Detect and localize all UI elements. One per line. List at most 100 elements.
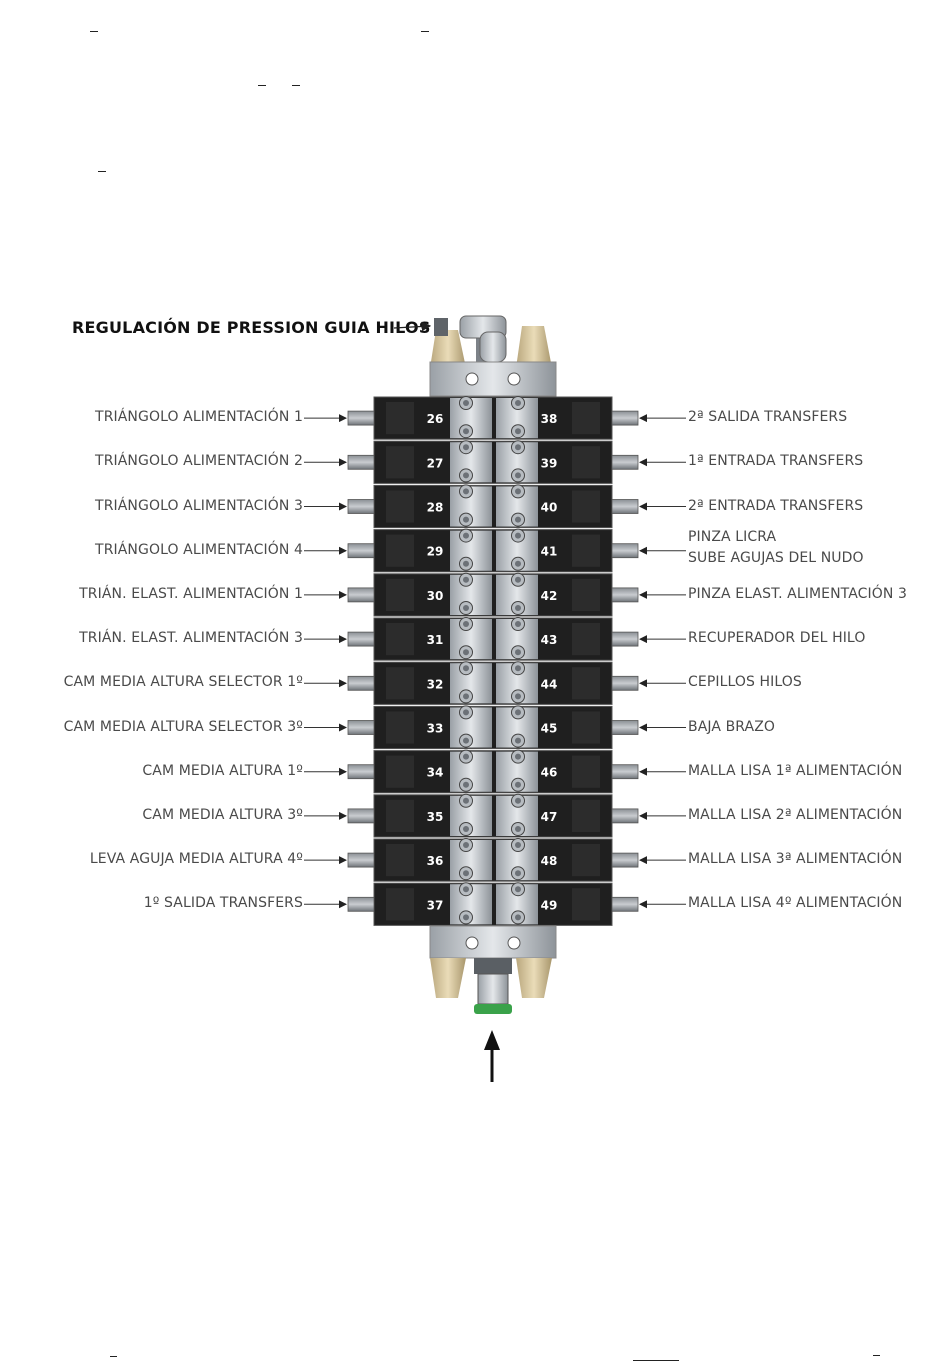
screw-center <box>463 842 469 848</box>
valve-label-right: CEPILLOS HILOS <box>688 674 802 691</box>
port-right <box>611 543 639 559</box>
valve-coil-right <box>572 402 600 435</box>
valve-number-left: 28 <box>427 501 444 515</box>
valve-coil-left <box>386 755 414 788</box>
valve-coil-right <box>572 623 600 656</box>
port-left <box>347 499 375 514</box>
valve-coil-left <box>386 534 414 567</box>
mount-hole <box>507 372 521 386</box>
screw-center <box>515 621 521 627</box>
valve-number-right: 47 <box>541 810 558 824</box>
port-left <box>347 587 375 603</box>
port-right <box>611 852 639 868</box>
valve-label-left: TRIÁNGOLO ALIMENTACIÓN 2 <box>95 453 303 470</box>
screw-center <box>463 693 469 700</box>
screw-center <box>515 665 521 672</box>
screw-center <box>463 605 469 611</box>
valve-coil-left <box>386 844 414 877</box>
valve-row: 26 38 <box>304 396 686 440</box>
screw-center <box>463 560 469 567</box>
valve-row: 37 49 <box>304 882 686 926</box>
valve-coil-right <box>572 755 600 788</box>
screw-center <box>463 428 469 435</box>
title-leader-line <box>393 321 432 332</box>
screw-center <box>463 737 469 744</box>
screw-center <box>463 488 469 495</box>
valve-number-left: 29 <box>427 545 444 559</box>
valve-coil-left <box>386 667 414 700</box>
valve-label-right: BAJA BRAZO <box>688 718 776 735</box>
valve-coil-right <box>572 844 600 877</box>
valve-number-left: 34 <box>427 766 444 780</box>
screw-center <box>463 472 469 479</box>
port-left <box>347 631 375 647</box>
port-left <box>347 543 375 559</box>
screw-center <box>515 693 521 700</box>
screw-center <box>515 709 521 716</box>
valve-number-right: 38 <box>541 412 558 426</box>
valve-row: 29 41 <box>304 528 686 573</box>
pressure-regulation-title: REGULACIÓN DE PRESSION GUIA HILOS <box>72 318 431 337</box>
screw-center <box>463 665 469 672</box>
valve-label-right: RECUPERADOR DEL HILO <box>688 630 866 647</box>
valve-label-left: CAM MEDIA ALTURA SELECTOR 1º <box>63 674 303 691</box>
air-inlet-arrow-icon <box>484 1030 500 1082</box>
screw-center <box>515 532 521 539</box>
valve-label-right: 2ª ENTRADA TRANSFERS <box>688 497 864 514</box>
screw-center <box>463 576 469 583</box>
valve-coil-right <box>572 534 600 567</box>
screw-center <box>463 886 469 893</box>
port-right <box>611 499 639 514</box>
mount-hole <box>465 936 479 950</box>
page-mark <box>258 85 266 86</box>
port-left <box>347 454 375 470</box>
port-right <box>611 410 639 426</box>
screw-center <box>463 826 469 832</box>
screw-center <box>463 781 469 788</box>
valve-number-left: 26 <box>427 412 444 426</box>
page-mark <box>633 1360 679 1361</box>
port-right <box>611 764 639 780</box>
valve-label-left: CAM MEDIA ALTURA 3º <box>142 806 303 823</box>
valve-number-right: 44 <box>541 677 558 691</box>
port-left <box>347 675 375 691</box>
screw-center <box>463 649 469 656</box>
valve-row: 32 44 <box>304 661 686 705</box>
valve-label-left: TRIÁNGOLO ALIMENTACIÓN 4 <box>95 541 303 558</box>
port-left <box>347 808 375 824</box>
valve-coil-left <box>386 799 414 832</box>
port-right <box>611 720 639 735</box>
valve-number-left: 27 <box>427 456 444 470</box>
valve-label-right: MALLA LISA 1ª ALIMENTACIÓN <box>688 762 903 779</box>
screw-center <box>463 621 469 627</box>
port-left <box>347 410 375 426</box>
screw-center <box>463 532 469 539</box>
mount-hole <box>507 936 521 950</box>
top-fittings <box>430 315 552 368</box>
valve-label-left: TRIÁN. ELAST. ALIMENTACIÓN 1 <box>79 585 303 602</box>
valve-number-left: 32 <box>427 677 444 691</box>
port-left <box>347 896 375 912</box>
screw-center <box>515 842 521 848</box>
valve-number-left: 37 <box>427 898 444 912</box>
valve-number-right: 49 <box>541 898 558 912</box>
valve-number-right: 41 <box>541 545 558 559</box>
screw-center <box>463 870 469 877</box>
valve-coil-left <box>386 490 414 523</box>
screw-center <box>515 400 521 406</box>
valve-label-right: 2ª SALIDA TRANSFERS <box>688 409 848 426</box>
screw-center <box>463 797 469 804</box>
screw-center <box>463 400 469 406</box>
valve-label-left: CAM MEDIA ALTURA SELECTOR 3º <box>63 718 303 735</box>
screw-center <box>463 753 469 760</box>
valve-coil-left <box>386 446 414 479</box>
valve-number-left: 35 <box>427 810 444 824</box>
screw-center <box>515 737 521 744</box>
valve-number-right: 43 <box>541 633 558 647</box>
valve-label-right: MALLA LISA 4º ALIMENTACIÓN <box>688 895 903 912</box>
